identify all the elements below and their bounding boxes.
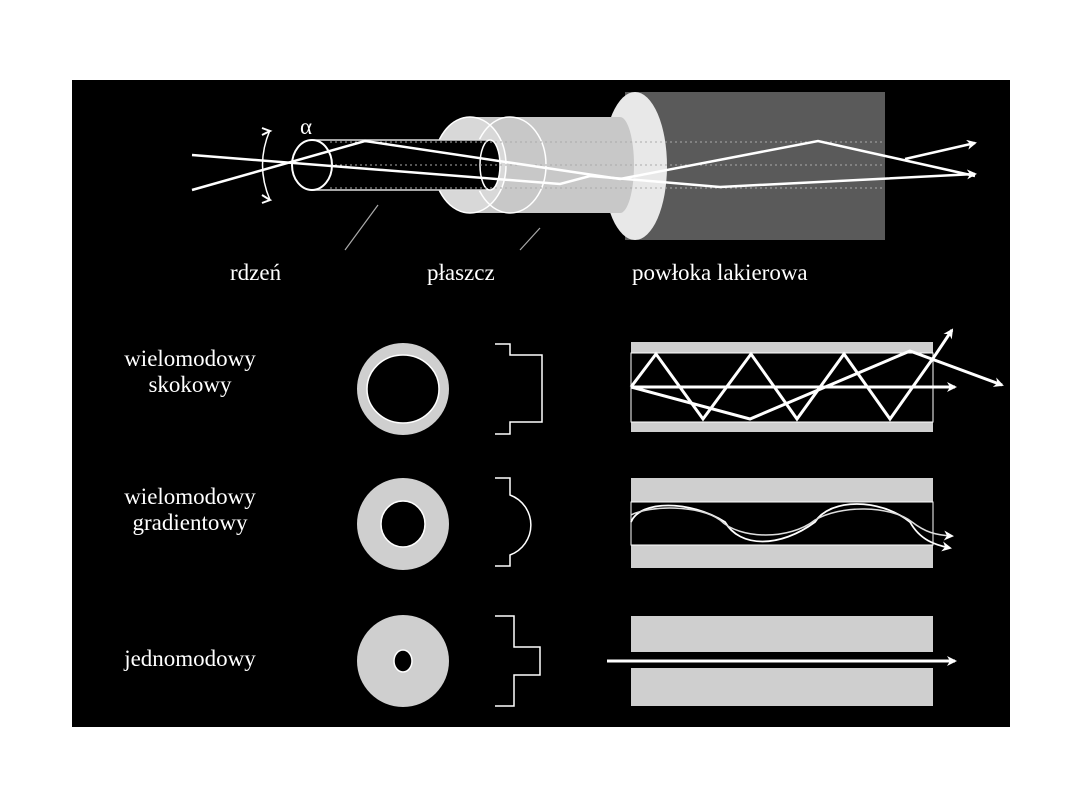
acceptance-angle-arc: [261, 129, 271, 201]
coating-label: powłoka lakierowa: [632, 260, 808, 285]
ray-1: [191, 153, 977, 189]
refractive-index-profile: [495, 343, 543, 435]
refractive-index-profile: [495, 615, 541, 707]
coating-layer: [625, 92, 885, 240]
row-label-line1: jednomodowy: [123, 646, 256, 671]
cladding-label: płaszcz: [427, 260, 495, 285]
row-label-line1: wielomodowy: [124, 346, 256, 371]
refractive-index-profile: [495, 477, 532, 567]
row-single-mode: jednomodowy: [123, 615, 957, 707]
alpha-label: α: [300, 114, 312, 139]
fiber-3d-illustration: α rdzeń płaszcz powłoka lakierowa: [191, 92, 977, 285]
row-label-line1: wielomodowy: [124, 484, 256, 509]
row-label-line2: gradientowy: [133, 510, 248, 535]
row-label-line2: skokowy: [148, 372, 232, 397]
row-multimode-graded-index: wielomodowy gradientowy: [124, 477, 954, 570]
core-label: rdzeń: [230, 260, 282, 285]
ray-2: [191, 139, 976, 192]
row-multimode-step-index: wielomodowy skokowy: [124, 328, 1004, 435]
